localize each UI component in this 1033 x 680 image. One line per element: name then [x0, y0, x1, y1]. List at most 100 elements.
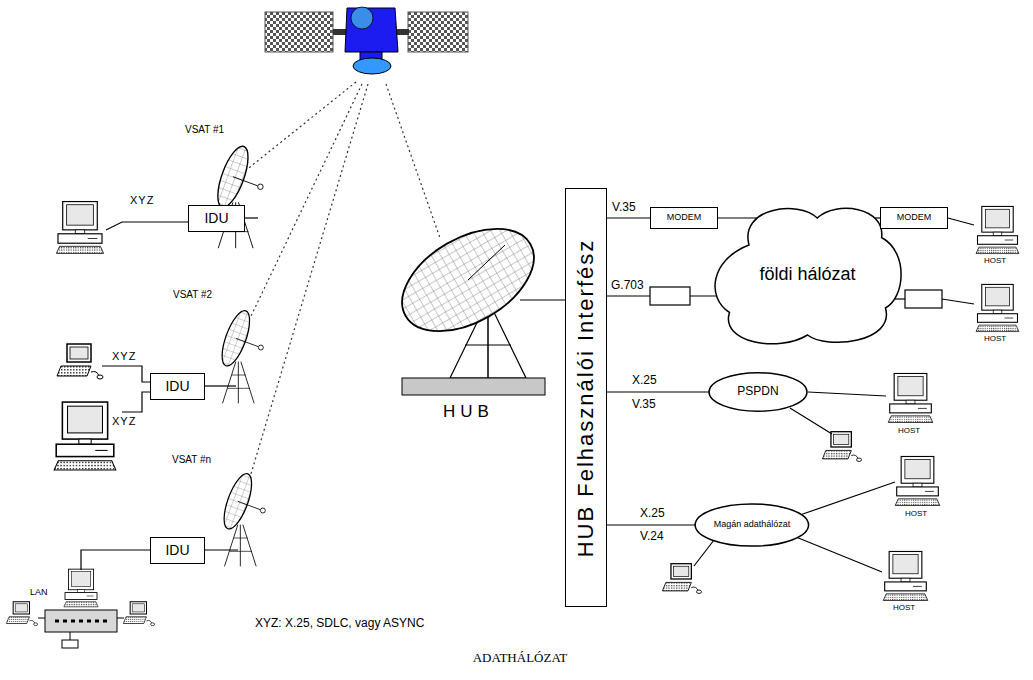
computers	[123, 602, 154, 626]
computers	[883, 551, 928, 600]
signal-label: X.25	[640, 507, 665, 521]
wires	[81, 218, 974, 572]
cloud-outline	[715, 208, 901, 343]
station-name: VSAT #n	[172, 454, 211, 466]
ellipse-outline	[695, 504, 808, 546]
node-text: földi hálózat	[759, 265, 855, 285]
note-text: XYZ: X.25, SDLC, vagy ASYNC	[255, 617, 424, 631]
satellite	[353, 58, 391, 74]
hub-antenna	[465, 345, 511, 346]
lan-switch	[38, 610, 124, 648]
modem-box: MODEM	[880, 207, 948, 229]
wires	[106, 222, 188, 230]
lan-switch	[45, 610, 117, 632]
signal-label: V.35	[612, 201, 636, 215]
vsat-antenna	[218, 471, 265, 567]
lan-switch	[38, 618, 45, 619]
modem-box: MODEM	[650, 207, 718, 229]
hub-antenna	[385, 208, 552, 353]
station-name: VSAT #1	[185, 124, 224, 136]
host-label: HOST	[893, 603, 915, 612]
wires	[205, 549, 238, 550]
interface-box	[650, 287, 690, 305]
node-text: MODEM	[897, 213, 932, 223]
host-label: HOST	[984, 334, 1006, 343]
interface-box	[905, 290, 942, 308]
computers	[888, 373, 933, 422]
network-ellipse: PSPDN	[708, 372, 808, 412]
node-text: IDU	[204, 211, 228, 226]
signal-label: V.24	[640, 530, 664, 544]
wires	[790, 408, 832, 434]
satellite	[345, 8, 398, 52]
host-label: HOST	[898, 426, 920, 435]
wires	[81, 550, 150, 570]
computers	[976, 206, 1019, 253]
satellite	[265, 12, 333, 52]
signal-label: V.35	[632, 398, 656, 412]
satellite	[351, 7, 373, 29]
node-text: HUB Felhasználói Interfész	[574, 238, 598, 557]
computers	[54, 402, 116, 470]
connector-line	[718, 217, 758, 218]
idu-box: IDU	[150, 537, 205, 564]
interface-name: XYZ	[112, 415, 136, 428]
lan-switch	[55, 620, 107, 623]
satellite	[408, 12, 468, 52]
interface-name: XYZ	[130, 194, 154, 207]
idu-box: IDU	[150, 373, 205, 400]
connector-line	[607, 217, 650, 218]
node-text: IDU	[165, 379, 189, 394]
vsat-antenna	[212, 143, 264, 248]
hub-antenna	[520, 299, 565, 300]
host-label: HOST	[905, 509, 927, 518]
wires	[942, 299, 974, 304]
computers	[6, 602, 37, 626]
radio-link	[240, 82, 356, 175]
ellipse-outline	[709, 373, 807, 411]
vsat-antenna	[216, 308, 263, 404]
wires	[122, 392, 150, 412]
lan-switch	[117, 618, 124, 619]
wires	[694, 540, 714, 566]
wires	[800, 482, 895, 515]
satellite	[265, 7, 468, 74]
wires	[205, 385, 236, 386]
interface-name: XYZ	[112, 350, 136, 363]
connector-line	[607, 524, 696, 525]
station-name: VSAT #2	[173, 289, 212, 301]
node-text: PSPDN	[737, 385, 778, 398]
node-text: Magán adathálózat	[714, 520, 791, 530]
computers	[662, 564, 701, 594]
network-ellipse: Magán adathálózat	[694, 503, 810, 547]
radio-link	[244, 84, 368, 497]
computers	[976, 284, 1019, 331]
interface-box: HUB Felhasználói Interfész	[565, 188, 607, 607]
computers	[56, 202, 103, 254]
computers	[822, 432, 861, 462]
station-name: HUB	[443, 402, 494, 422]
lan-switch	[70, 632, 71, 640]
node-text: IDU	[165, 543, 189, 558]
computers	[6, 202, 1019, 626]
computers	[895, 456, 940, 505]
computers	[57, 344, 103, 379]
radio-link	[386, 84, 440, 238]
connector-line	[607, 391, 709, 392]
wires	[808, 392, 886, 396]
node-text: MODEM	[667, 213, 702, 223]
signal-label: G.703	[611, 279, 644, 293]
hub-antenna	[385, 208, 565, 395]
hub-antenna	[402, 378, 545, 395]
diagram-caption: ADATHÁLÓZAT	[0, 651, 1033, 666]
signal-label: X.25	[632, 374, 657, 388]
radio-link	[242, 84, 362, 335]
hub-antenna	[468, 245, 505, 280]
wires	[948, 218, 974, 225]
network-cloud: földi hálózat	[710, 200, 905, 350]
wires	[102, 366, 150, 382]
